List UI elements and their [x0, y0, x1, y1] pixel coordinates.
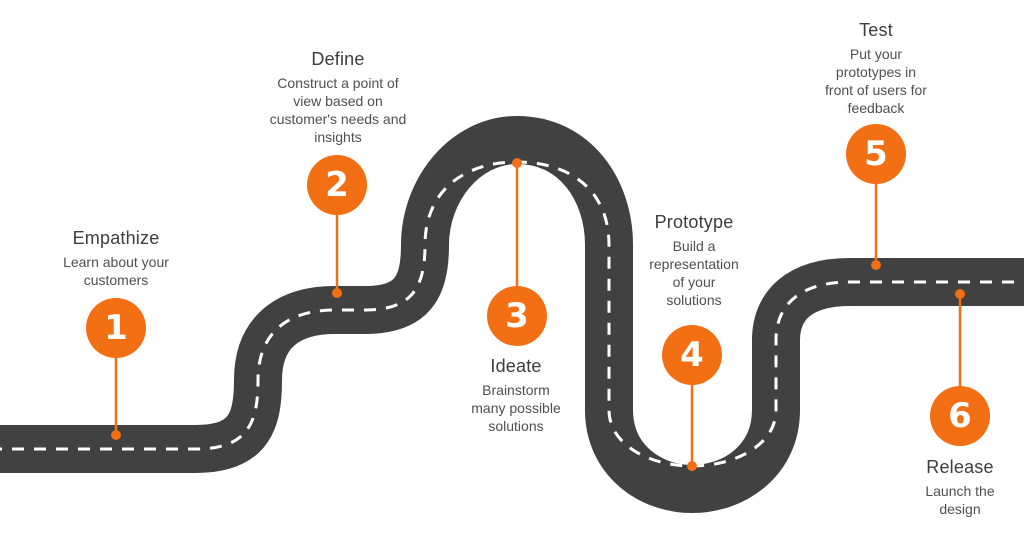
stage-5-desc-line: front of users for [825, 82, 927, 98]
stage-1-description: Learn about your customers [36, 253, 196, 289]
stage-4-desc-line: representation [649, 256, 739, 272]
stage-3-pin [512, 158, 522, 168]
stage-2-desc-line: insights [314, 129, 362, 145]
stage-3-desc-line: Brainstorm [482, 382, 550, 398]
stage-6-title: Release [926, 457, 994, 477]
stage-5-number-badge: 5 [846, 124, 906, 184]
stage-6-desc-line: design [939, 501, 981, 517]
stage-6-number-badge: 6 [930, 386, 990, 446]
stage-2-pin [332, 288, 342, 298]
stage-4-pin [687, 461, 697, 471]
stage-2-number-badge: 2 [307, 155, 367, 215]
stage-6-pin [955, 289, 965, 299]
stage-3-description: Brainstorm many possible solutions [446, 381, 586, 435]
stage-3-number-badge: 3 [487, 286, 547, 346]
stage-3-desc-line: many possible [471, 400, 561, 416]
stage-6-description: Launch the design [904, 482, 1016, 518]
stage-5-desc-line: feedback [847, 100, 905, 116]
stage-1-desc-line: customers [83, 272, 149, 288]
stage-4-label: Prototype Build a representation of your… [634, 212, 754, 309]
stage-2-description: Construct a point of view based on custo… [248, 74, 428, 146]
stage-3-label: Ideate Brainstorm many possible solution… [446, 356, 586, 435]
stage-1-pin [111, 430, 121, 440]
stage-4-desc-line: solutions [666, 292, 722, 308]
stage-2-desc-line: view based on [293, 93, 383, 109]
stage-5-pin [871, 260, 881, 270]
stage-2-desc-line: customer's needs and [269, 111, 407, 127]
stage-4-desc-line: Build a [672, 238, 716, 254]
stage-5-desc-line: Put your [849, 46, 903, 62]
stage-4-description: Build a representation of your solutions [634, 237, 754, 309]
stage-4-title: Prototype [654, 212, 734, 232]
stage-2-label: Define Construct a point of view based o… [248, 49, 428, 146]
stage-1-label: Empathize Learn about your customers [36, 228, 196, 289]
stage-2-title: Define [311, 49, 365, 69]
stage-1-desc-line: Learn about your [63, 254, 169, 270]
stage-4-desc-line: of your [672, 274, 716, 290]
stage-markers [111, 158, 965, 471]
stage-6-label: Release Launch the design [904, 457, 1016, 518]
stage-5-title: Test [859, 20, 893, 40]
stage-5-description: Put your prototypes in front of users fo… [800, 45, 952, 117]
stage-1-title: Empathize [72, 228, 160, 248]
stage-1-number-badge: 1 [86, 298, 146, 358]
stage-5-desc-line: prototypes in [835, 64, 917, 80]
stage-6-desc-line: Launch the [925, 483, 995, 499]
stage-5-label: Test Put your prototypes in front of use… [800, 20, 952, 117]
stage-4-number-badge: 4 [662, 325, 722, 385]
stage-3-title: Ideate [490, 356, 542, 376]
stage-3-desc-line: solutions [488, 418, 544, 434]
stage-2-desc-line: Construct a point of [277, 75, 399, 91]
